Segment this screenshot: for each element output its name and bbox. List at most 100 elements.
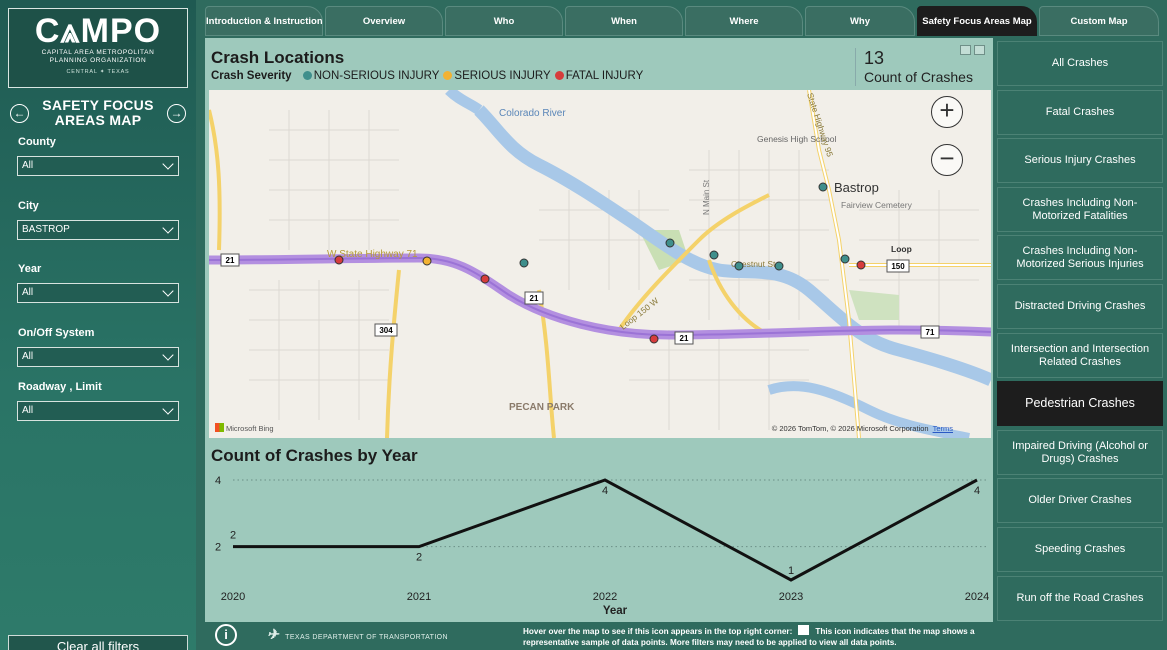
focus-button-4[interactable]: Crashes Including Non-Motorized Serious … xyxy=(997,235,1163,280)
tab-4[interactable]: Where xyxy=(685,6,803,36)
x-tick-label: 2024 xyxy=(965,591,989,603)
filter-dropdown-0[interactable]: All xyxy=(17,156,179,176)
zoom-out-button[interactable]: − xyxy=(931,144,963,176)
map-title: Crash Locations xyxy=(211,48,345,67)
sample-note: Hover over the map to see if this icon a… xyxy=(523,625,993,648)
focus-button-3[interactable]: Crashes Including Non-Motorized Fataliti… xyxy=(997,187,1163,232)
page-nav: ← SAFETY FOCUS AREAS MAP → xyxy=(8,98,188,134)
info-icon[interactable]: i xyxy=(215,624,237,646)
tab-0[interactable]: Introduction & Instructions xyxy=(205,6,323,36)
school-label: Genesis High School xyxy=(757,134,836,144)
city-label: Bastrop xyxy=(834,180,879,195)
filter-dropdown-2[interactable]: All xyxy=(17,283,179,303)
tab-6[interactable]: Safety Focus Areas Map xyxy=(917,6,1037,36)
txdot-mark-icon: ✈ xyxy=(267,626,280,642)
x-axis-title: Year xyxy=(603,605,628,617)
tab-5[interactable]: Why xyxy=(805,6,915,36)
page-title: SAFETY FOCUS AREAS MAP xyxy=(42,97,154,128)
txdot-logo: ✈TEXAS DEPARTMENT OF TRANSPORTATION xyxy=(267,626,448,643)
legend-dot xyxy=(443,71,453,80)
crash-point[interactable] xyxy=(480,274,490,284)
tab-7[interactable]: Custom Map xyxy=(1039,6,1159,36)
data-label: 4 xyxy=(602,485,608,497)
campo-logo: C⩓MPO CAPITAL AREA METROPOLITAN PLANNING… xyxy=(8,8,188,88)
arrow-left-circle-icon[interactable]: ← xyxy=(10,104,29,123)
crash-map[interactable]: Colorado River W State Highway 71 Genesi… xyxy=(209,90,991,438)
focus-button-1[interactable]: Fatal Crashes xyxy=(997,90,1163,135)
crash-point[interactable] xyxy=(519,258,529,268)
sidebar: C⩓MPO CAPITAL AREA METROPOLITAN PLANNING… xyxy=(0,0,196,650)
note-part-a: Hover over the map to see if this icon a… xyxy=(523,627,793,636)
filter-label-3: On/Off System xyxy=(18,327,95,339)
arrow-right-circle-icon[interactable]: → xyxy=(167,104,186,123)
logo-line1: CAPITAL AREA METROPOLITAN xyxy=(41,49,155,56)
filter-label-1: City xyxy=(18,200,39,212)
filter-dropdown-3[interactable]: All xyxy=(17,347,179,367)
tab-3[interactable]: When xyxy=(565,6,683,36)
focus-button-7[interactable]: Pedestrian Crashes xyxy=(997,381,1163,426)
legend-label: FATAL INJURY xyxy=(565,70,644,82)
crash-point[interactable] xyxy=(649,334,659,344)
chevron-down-icon xyxy=(162,285,174,297)
focus-button-0[interactable]: All Crashes xyxy=(997,41,1163,86)
logo-line3: CENTRAL ✦ TEXAS xyxy=(66,69,130,75)
crash-count-card: 13 Count of Crashes xyxy=(855,48,983,86)
crash-point[interactable] xyxy=(665,238,675,248)
focus-button-10[interactable]: Speeding Crashes xyxy=(997,527,1163,572)
filter-value: All xyxy=(22,405,34,416)
tab-1[interactable]: Overview xyxy=(325,6,443,36)
shield-150: 150 xyxy=(891,262,905,271)
crash-point[interactable] xyxy=(334,255,344,265)
main-panel: Crash Locations Crash Severity NON-SERIO… xyxy=(205,38,993,622)
clear-filters-button[interactable]: Clear all filters xyxy=(8,635,188,650)
filter-label-2: Year xyxy=(18,263,42,275)
legend-label: NON-SERIOUS INJURY xyxy=(313,70,440,82)
focus-button-6[interactable]: Intersection and Intersection Related Cr… xyxy=(997,333,1163,378)
crash-point[interactable] xyxy=(422,256,432,266)
park-label: PECAN PARK xyxy=(509,402,575,413)
filter-icon[interactable] xyxy=(960,45,971,55)
sample-data-icon xyxy=(798,625,810,635)
crash-point[interactable] xyxy=(856,260,866,270)
focus-button-8[interactable]: Impaired Driving (Alcohol or Drugs) Cras… xyxy=(997,430,1163,475)
visual-header-icons xyxy=(957,42,985,60)
data-label: 2 xyxy=(416,552,422,564)
crash-point[interactable] xyxy=(709,250,719,260)
chevron-down-icon xyxy=(162,158,174,170)
y-tick-label: 4 xyxy=(215,475,221,487)
legend-label: SERIOUS INJURY xyxy=(454,70,551,82)
filter-value: All xyxy=(22,287,34,298)
tab-2[interactable]: Who xyxy=(445,6,563,36)
highway-name-label: W State Highway 71 xyxy=(327,249,418,260)
x-tick-label: 2023 xyxy=(779,591,803,603)
x-tick-label: 2020 xyxy=(221,591,245,603)
loop-word-label: Loop xyxy=(891,244,912,254)
focus-button-5[interactable]: Distracted Driving Crashes xyxy=(997,284,1163,329)
crash-point[interactable] xyxy=(774,261,784,271)
filter-dropdown-4[interactable]: All xyxy=(17,401,179,421)
focus-button-11[interactable]: Run off the Road Crashes xyxy=(997,576,1163,621)
terms-link[interactable]: Terms xyxy=(932,424,953,433)
footer: i ✈TEXAS DEPARTMENT OF TRANSPORTATION Ho… xyxy=(205,622,995,650)
shield-21-east: 21 xyxy=(680,334,689,343)
map-canvas[interactable]: Colorado River W State Highway 71 Genesi… xyxy=(209,90,991,438)
data-label: 4 xyxy=(974,485,980,497)
bing-attribution: Microsoft Bing xyxy=(215,423,274,433)
chevron-down-icon xyxy=(162,349,174,361)
crash-point[interactable] xyxy=(840,254,850,264)
zoom-in-button[interactable]: + xyxy=(931,96,963,128)
crash-point[interactable] xyxy=(734,261,744,271)
focus-mode-icon[interactable] xyxy=(974,45,985,55)
cemetery-label: Fairview Cemetery xyxy=(841,200,913,210)
y-tick-label: 2 xyxy=(215,542,221,554)
filter-value: All xyxy=(22,351,34,362)
focus-button-2[interactable]: Serious Injury Crashes xyxy=(997,138,1163,183)
microsoft-logo-icon xyxy=(215,423,224,432)
shield-304: 304 xyxy=(379,326,393,335)
filter-value: BASTROP xyxy=(22,224,70,235)
crash-point[interactable] xyxy=(818,182,828,192)
filter-dropdown-1[interactable]: BASTROP xyxy=(17,220,179,240)
focus-button-9[interactable]: Older Driver Crashes xyxy=(997,478,1163,523)
